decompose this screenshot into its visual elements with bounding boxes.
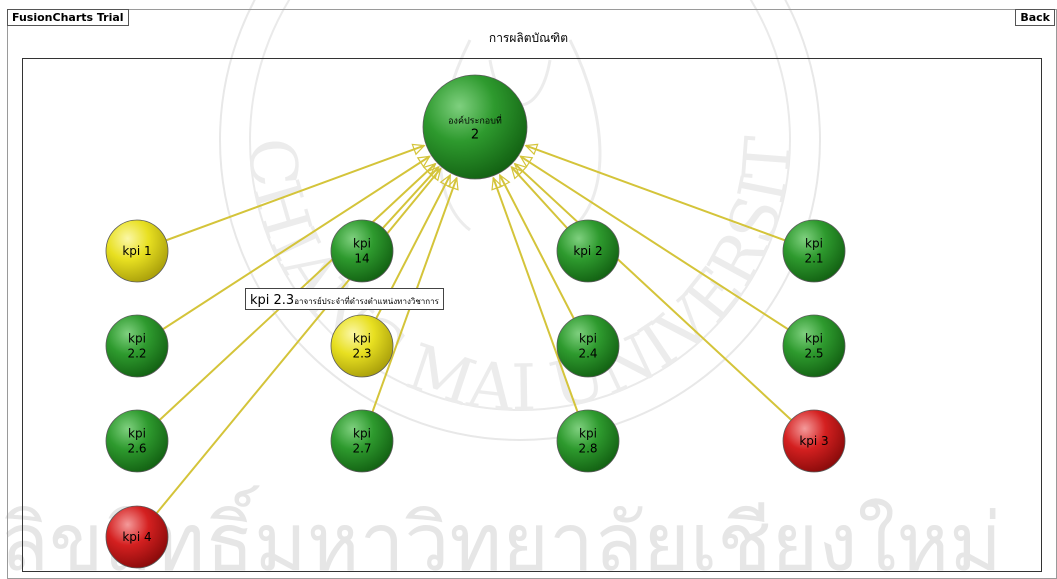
root-label-line-1: องค์ประกอบที่: [448, 114, 502, 127]
kpi24-label-line-2: 2.4: [578, 347, 597, 361]
kpi25-circle: [782, 314, 846, 378]
arrowhead-kpi23: [439, 173, 451, 188]
kpi14-label-line-1: kpi: [353, 237, 371, 251]
arrowhead-kpi21: [524, 143, 539, 156]
kpi28-label-line-1: kpi: [579, 427, 597, 441]
node-tooltip: kpi 2.3อาจารย์ประจำที่ดำรงตำแหน่งทางวิชา…: [245, 288, 444, 310]
kpi21-label-line-1: kpi: [805, 237, 823, 251]
arrowhead-kpi27: [447, 176, 459, 191]
kpi23-label-line-2: 2.3: [352, 347, 371, 361]
root-circle: [422, 74, 528, 180]
connector-kpi25: [519, 155, 815, 347]
arrowhead-kpi1: [411, 143, 426, 156]
kpi26-label-line-1: kpi: [128, 427, 146, 441]
node-kpi1[interactable]: kpi 1: [105, 219, 169, 283]
arrowhead-kpi24: [499, 173, 511, 188]
kpi14-label-line-2: 14: [354, 252, 369, 266]
connector-lines: [136, 143, 815, 538]
connector-kpi24: [498, 174, 589, 347]
kpi25-label-line-2: 2.5: [804, 347, 823, 361]
arrowhead-kpi25: [519, 155, 534, 168]
kpi2-label-line-1: kpi 2: [573, 244, 602, 258]
kpi2-circle: [556, 219, 620, 283]
kpi28-circle: [556, 409, 620, 473]
arrowhead-kpi26: [422, 162, 437, 177]
node-kpi4[interactable]: kpi 4: [105, 505, 169, 569]
kpi14-circle: [330, 219, 394, 283]
kpi1-label-line-1: kpi 1: [122, 244, 151, 258]
connector-kpi1: [136, 144, 425, 252]
tooltip-description: อาจารย์ประจำที่ดำรงตำแหน่งทางวิชาการ: [294, 297, 439, 306]
connector-kpi23: [361, 174, 452, 347]
kpi21-circle: [782, 219, 846, 283]
kpi26-circle: [105, 409, 169, 473]
arrowhead-kpi22: [416, 155, 431, 168]
tooltip-kpi-code: kpi 2.3: [250, 293, 295, 308]
connector-kpi4: [136, 168, 442, 538]
kpi22-label-line-2: 2.2: [127, 347, 146, 361]
chart-title: การผลิตบัณฑิต: [488, 31, 569, 45]
root-node[interactable]: องค์ประกอบที่2: [422, 74, 528, 180]
kpi27-circle: [330, 409, 394, 473]
kpi26-label-line-2: 2.6: [127, 442, 146, 456]
kpi28-label-line-2: 2.8: [578, 442, 597, 456]
node-kpi2[interactable]: kpi 2: [556, 219, 620, 283]
connector-kpi21: [525, 144, 815, 252]
kpi3-label-line-1: kpi 3: [799, 434, 828, 448]
kpi24-circle: [556, 314, 620, 378]
kpi27-label-line-1: kpi: [353, 427, 371, 441]
kpi22-circle: [105, 314, 169, 378]
kpi3-circle: [782, 409, 846, 473]
connector-kpi3: [513, 162, 815, 442]
kpi25-label-line-1: kpi: [805, 332, 823, 346]
arrowhead-kpi4: [428, 167, 442, 182]
back-button[interactable]: Back: [1015, 9, 1055, 26]
kpi22-label-line-1: kpi: [128, 332, 146, 346]
arrowhead-kpi28: [491, 176, 503, 191]
root-label-line-2: 2: [471, 128, 479, 143]
kpi24-label-line-1: kpi: [579, 332, 597, 346]
connector-kpi22: [136, 155, 431, 347]
kpi4-label-line-1: kpi 4: [122, 530, 151, 544]
plot-area-border: [22, 58, 1042, 572]
kpi1-circle: [105, 219, 169, 283]
kpi23-circle: [330, 314, 394, 378]
connector-kpi28: [492, 177, 589, 442]
node-kpi3[interactable]: kpi 3: [782, 409, 846, 473]
kpi27-label-line-2: 2.7: [352, 442, 371, 456]
kpi21-label-line-2: 2.1: [804, 252, 823, 266]
kpi23-label-line-1: kpi: [353, 332, 371, 346]
fusioncharts-trial-label: FusionCharts Trial: [7, 9, 129, 26]
kpi4-circle: [105, 505, 169, 569]
arrowhead-kpi3: [513, 162, 528, 176]
